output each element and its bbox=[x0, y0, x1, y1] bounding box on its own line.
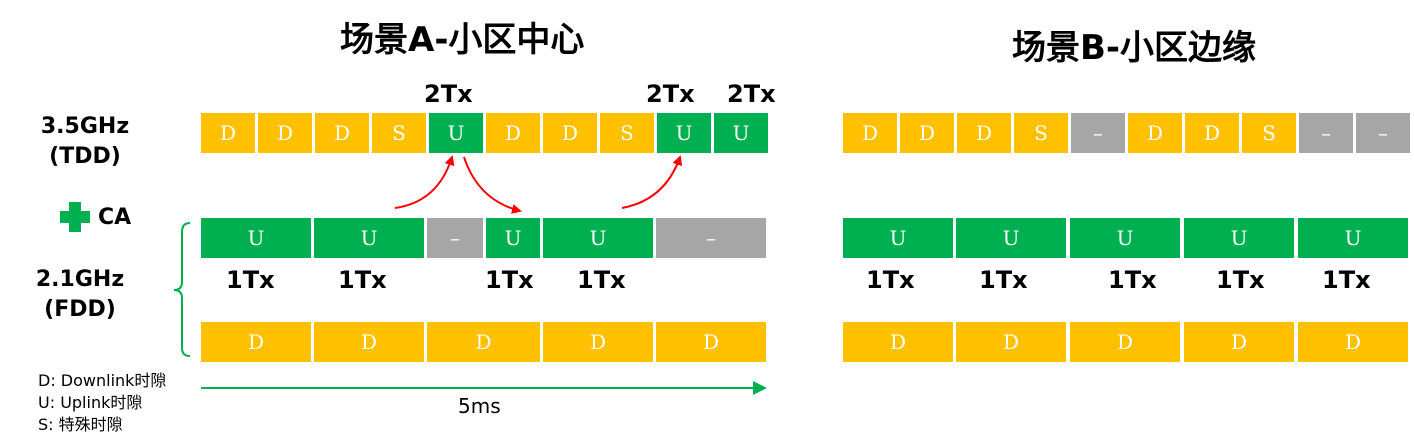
special-slot: S bbox=[600, 113, 654, 153]
special-slot: S bbox=[1242, 113, 1296, 153]
idle-slot: – bbox=[656, 218, 766, 258]
downlink-slot: D bbox=[201, 113, 255, 153]
fdd-bracket bbox=[173, 222, 191, 357]
uplink-slot: U bbox=[543, 218, 653, 258]
idle-slot: – bbox=[1071, 113, 1125, 153]
a-ul-tx-label: 1Tx bbox=[577, 266, 626, 294]
special-slot: S bbox=[372, 113, 426, 153]
downlink-slot: D bbox=[543, 322, 653, 362]
ca-text: CA bbox=[98, 204, 132, 230]
downlink-slot: D bbox=[314, 322, 424, 362]
uplink-slot: U bbox=[1184, 218, 1294, 258]
b-ul-tx-label: 1Tx bbox=[1322, 266, 1371, 294]
downlink-slot: D bbox=[201, 322, 311, 362]
a-tdd-tx-label: 2Tx bbox=[727, 80, 776, 108]
tdd-band-mode: (TDD) bbox=[49, 144, 121, 169]
uplink-slot: U bbox=[714, 113, 768, 153]
downlink-slot: D bbox=[543, 113, 597, 153]
uplink-slot: U bbox=[657, 113, 711, 153]
tdd-band-freq: 3.5GHz bbox=[40, 114, 130, 139]
downlink-slot: D bbox=[900, 113, 954, 153]
downlink-slot: D bbox=[258, 113, 312, 153]
b-ul-tx-label: 1Tx bbox=[1216, 266, 1265, 294]
uplink-slot: U bbox=[429, 113, 483, 153]
a-ul-tx-label: 1Tx bbox=[226, 266, 275, 294]
special-slot: S bbox=[1014, 113, 1068, 153]
fdd-band-freq: 2.1GHz bbox=[35, 267, 125, 292]
ca-arrow-3 bbox=[621, 155, 683, 209]
idle-slot: – bbox=[1299, 113, 1353, 153]
uplink-slot: U bbox=[843, 218, 953, 258]
downlink-slot: D bbox=[956, 322, 1066, 362]
idle-slot: – bbox=[427, 218, 483, 258]
uplink-slot: U bbox=[956, 218, 1066, 258]
a-tdd-tx-label: 2Tx bbox=[424, 80, 473, 108]
downlink-slot: D bbox=[1298, 322, 1408, 362]
downlink-slot: D bbox=[486, 113, 540, 153]
ca-arrow-1 bbox=[394, 155, 455, 209]
legend: D: Downlink时隙 U: Uplink时隙 S: 特殊时隙 bbox=[38, 370, 166, 436]
downlink-slot: D bbox=[843, 322, 953, 362]
a-ul-tx-label: 1Tx bbox=[485, 266, 534, 294]
downlink-slot: D bbox=[1185, 113, 1239, 153]
b-ul-tx-label: 1Tx bbox=[866, 266, 915, 294]
b-ul-tx-label: 1Tx bbox=[1108, 266, 1157, 294]
downlink-slot: D bbox=[1070, 322, 1180, 362]
uplink-slot: U bbox=[1298, 218, 1408, 258]
a-tdd-tx-label: 2Tx bbox=[646, 80, 695, 108]
uplink-slot: U bbox=[201, 218, 311, 258]
uplink-slot: U bbox=[486, 218, 540, 258]
legend-special: S: 特殊时隙 bbox=[38, 415, 123, 434]
downlink-slot: D bbox=[315, 113, 369, 153]
downlink-slot: D bbox=[1128, 113, 1182, 153]
idle-slot: – bbox=[1356, 113, 1410, 153]
scenario-b-title: 场景B-小区边缘 bbox=[1012, 28, 1257, 68]
ca-label-group: CA bbox=[58, 200, 131, 234]
fdd-band-mode: (FDD) bbox=[44, 297, 116, 322]
legend-downlink: D: Downlink时隙 bbox=[38, 371, 167, 390]
downlink-slot: D bbox=[1184, 322, 1294, 362]
uplink-slot: U bbox=[314, 218, 424, 258]
uplink-slot: U bbox=[1070, 218, 1180, 258]
ca-arrow-2 bbox=[463, 156, 522, 214]
duration-label: 5ms bbox=[458, 394, 501, 418]
plus-icon bbox=[60, 202, 90, 232]
b-ul-tx-label: 1Tx bbox=[979, 266, 1028, 294]
tdd-band-label: 3.5GHz (TDD) bbox=[30, 112, 140, 172]
downlink-slot: D bbox=[656, 322, 766, 362]
a-ul-tx-label: 1Tx bbox=[338, 266, 387, 294]
downlink-slot: D bbox=[427, 322, 540, 362]
scenario-a-title: 场景A-小区中心 bbox=[340, 20, 585, 60]
downlink-slot: D bbox=[957, 113, 1011, 153]
downlink-slot: D bbox=[843, 113, 897, 153]
fdd-band-label: 2.1GHz (FDD) bbox=[30, 265, 130, 325]
legend-uplink: U: Uplink时隙 bbox=[38, 393, 143, 412]
